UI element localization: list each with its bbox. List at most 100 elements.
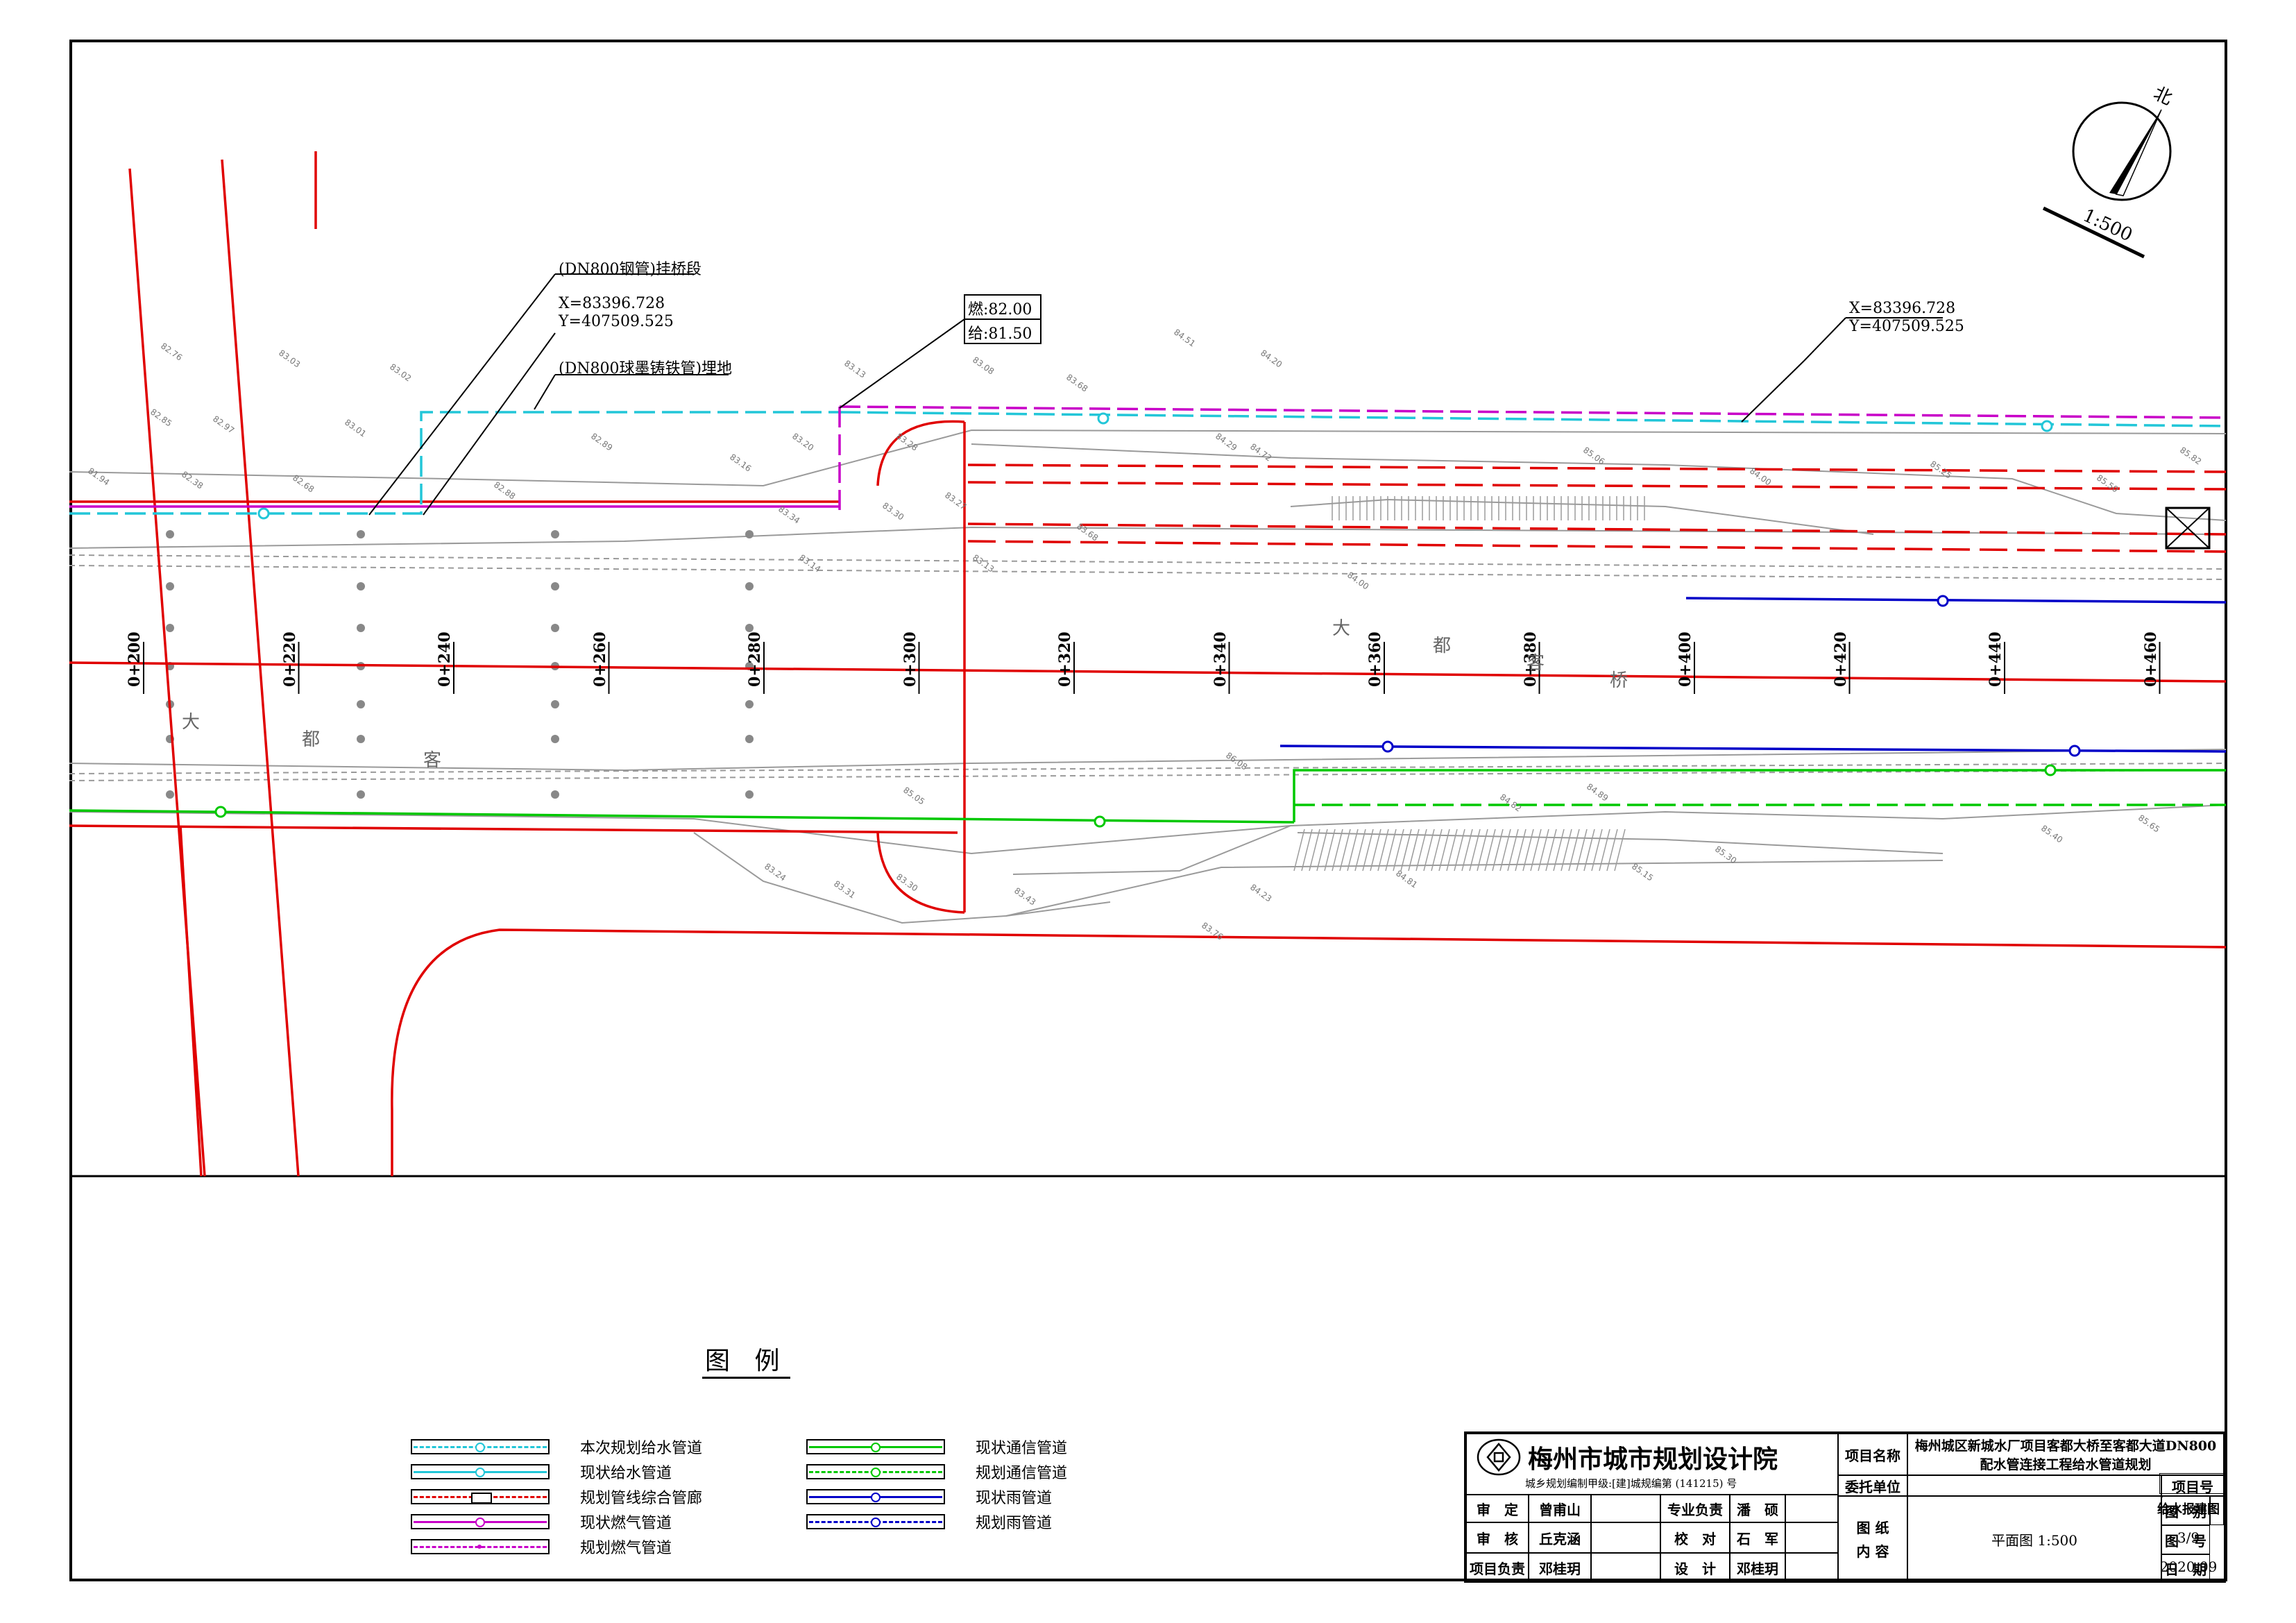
hatch-mark <box>1614 829 1626 872</box>
hatch-mark <box>1332 829 1343 872</box>
design-label: 设 计 <box>1660 1553 1730 1583</box>
project-name-label: 项目名称 <box>1838 1434 1907 1475</box>
station-label: 0+360 <box>1366 631 1384 687</box>
sheet-label: 图 号 <box>2161 1525 2210 1554</box>
hatch-mark <box>1507 829 1519 872</box>
utility-corridor-box <box>2165 507 2211 550</box>
hatch-mark <box>1293 829 1305 872</box>
license-text: 城乡规划编制甲级:[建]城规编第 (141215) 号 <box>1525 1477 1737 1490</box>
legend-item: 现状雨管道 <box>806 1486 1052 1507</box>
hatch-mark <box>1522 829 1534 872</box>
legend-item: 本次规划给水管道 <box>411 1436 702 1457</box>
station-label: 0+400 <box>1676 631 1694 687</box>
coord-right-x: X=83396.728 <box>1849 300 1956 317</box>
drawing-content: 平面图 1:500 <box>1907 1496 2161 1583</box>
project-name-line1: 梅州城区新城水厂项目客都大桥至客都大道DN800 <box>1914 1438 2217 1454</box>
approve-sign <box>1591 1495 1660 1522</box>
project-name: 梅州城区新城水厂项目客都大桥至客都大道DN800 配水管连接工程给水管道规划 <box>1907 1434 2224 1475</box>
date-value: 2020.09 <box>2159 1558 2218 1575</box>
client-value <box>1907 1475 2161 1496</box>
road-name-char: 大 <box>1332 618 1351 639</box>
institute-logo-icon <box>1477 1438 1521 1475</box>
coord-right-y: Y=407509.525 <box>1849 318 1964 335</box>
legend-swatch <box>806 1439 945 1454</box>
tree-dot <box>357 624 365 632</box>
hatch-mark <box>1316 829 1328 872</box>
tree-dot <box>357 735 365 743</box>
legend-swatch <box>806 1464 945 1479</box>
legend-swatch <box>411 1514 550 1529</box>
hatch-mark <box>1568 829 1580 872</box>
coord-left-x: X=83396.728 <box>559 295 665 312</box>
title-block: 梅州市城市规划设计院 城乡规划编制甲级:[建]城规编第 (141215) 号 项… <box>1464 1431 2226 1583</box>
tree-dot <box>166 790 174 799</box>
hatch-mark <box>1324 829 1336 872</box>
hatch-mark <box>1477 829 1488 872</box>
hatch-mark <box>1530 829 1542 872</box>
legend-label: 规划管线综合管廊 <box>580 1490 703 1507</box>
buried-section-label: (DN800球墨铸铁管)埋地 <box>559 360 733 377</box>
coord-left-y: Y=407509.525 <box>559 313 674 330</box>
tree-dot <box>551 582 559 590</box>
spec-sign <box>1785 1495 1838 1522</box>
legend-item: 规划管线综合管廊 <box>411 1486 702 1507</box>
spacer3 <box>2210 1496 2224 1525</box>
hatch-mark <box>1347 829 1359 872</box>
station-label: 0+440 <box>1987 631 2005 687</box>
station-label: 0+280 <box>746 631 764 687</box>
north-arrow <box>2042 101 2172 259</box>
legend-swatch <box>411 1439 550 1454</box>
legend-item: 规划雨管道 <box>806 1511 1052 1532</box>
legend-item: 现状燃气管道 <box>411 1511 672 1532</box>
circle-marker-icon <box>871 1518 881 1527</box>
hatch-mark <box>1377 829 1389 872</box>
spacer <box>2224 1475 2225 1477</box>
tree-dot <box>551 790 559 799</box>
road-boundaries <box>69 151 2227 1177</box>
project-name-line2: 配水管连接工程给水管道规划 <box>1980 1457 2152 1472</box>
proof-name: 石 军 <box>1730 1522 1785 1553</box>
circle-marker-icon <box>477 1545 482 1549</box>
legend-swatch <box>411 1464 550 1479</box>
gas-elevation: 燃:82.00 <box>968 301 1032 318</box>
hatch-mark <box>1499 829 1511 872</box>
planned-water-pipe <box>69 411 2227 515</box>
hatch-mark <box>1591 829 1603 872</box>
planned-gas-pipe <box>838 405 2227 510</box>
slope-hatching <box>1293 496 1645 872</box>
project-no-label: 项目号 <box>2161 1475 2224 1496</box>
tree-dot <box>357 582 365 590</box>
legend-title: 图 例 <box>702 1341 791 1379</box>
tree-dot <box>166 530 174 538</box>
water-pipe-markers <box>257 412 2053 520</box>
hatch-mark <box>1553 829 1565 872</box>
station-ticks <box>143 642 2161 694</box>
road-name-char: 都 <box>302 729 321 750</box>
hatch-mark <box>1408 829 1420 872</box>
legend-label: 现状给水管道 <box>580 1465 672 1482</box>
station-label: 0+240 <box>436 631 454 687</box>
road-name-char: 客 <box>1527 653 1545 674</box>
tree-dot <box>551 735 559 743</box>
hatch-mark <box>1431 829 1443 872</box>
category-value: 给水报建图 <box>2157 1502 2220 1517</box>
spec-label: 专业负责 <box>1660 1495 1730 1522</box>
terrain-lines <box>69 429 2227 924</box>
check-sign <box>1591 1522 1660 1553</box>
planned-utility-corridor <box>967 464 2227 553</box>
comm-pipes <box>69 769 2226 824</box>
bridge-section-label: (DN800钢管)挂桥段 <box>559 261 702 278</box>
tree-dot <box>745 624 754 632</box>
station-label: 0+420 <box>1831 631 1850 687</box>
road-name-char: 桥 <box>1610 670 1629 691</box>
hatch-mark <box>1415 829 1427 872</box>
legend-label: 现状燃气管道 <box>580 1515 672 1532</box>
station-label: 0+320 <box>1056 631 1074 687</box>
pm-name: 邓桂玥 <box>1529 1553 1591 1583</box>
legend-label: 现状通信管道 <box>976 1440 1068 1457</box>
hatch-mark <box>1606 829 1618 872</box>
hatch-mark <box>1423 829 1435 872</box>
leader-lines <box>368 273 1943 516</box>
rain-pipes <box>1279 597 2227 753</box>
hatch-mark <box>1484 829 1496 872</box>
